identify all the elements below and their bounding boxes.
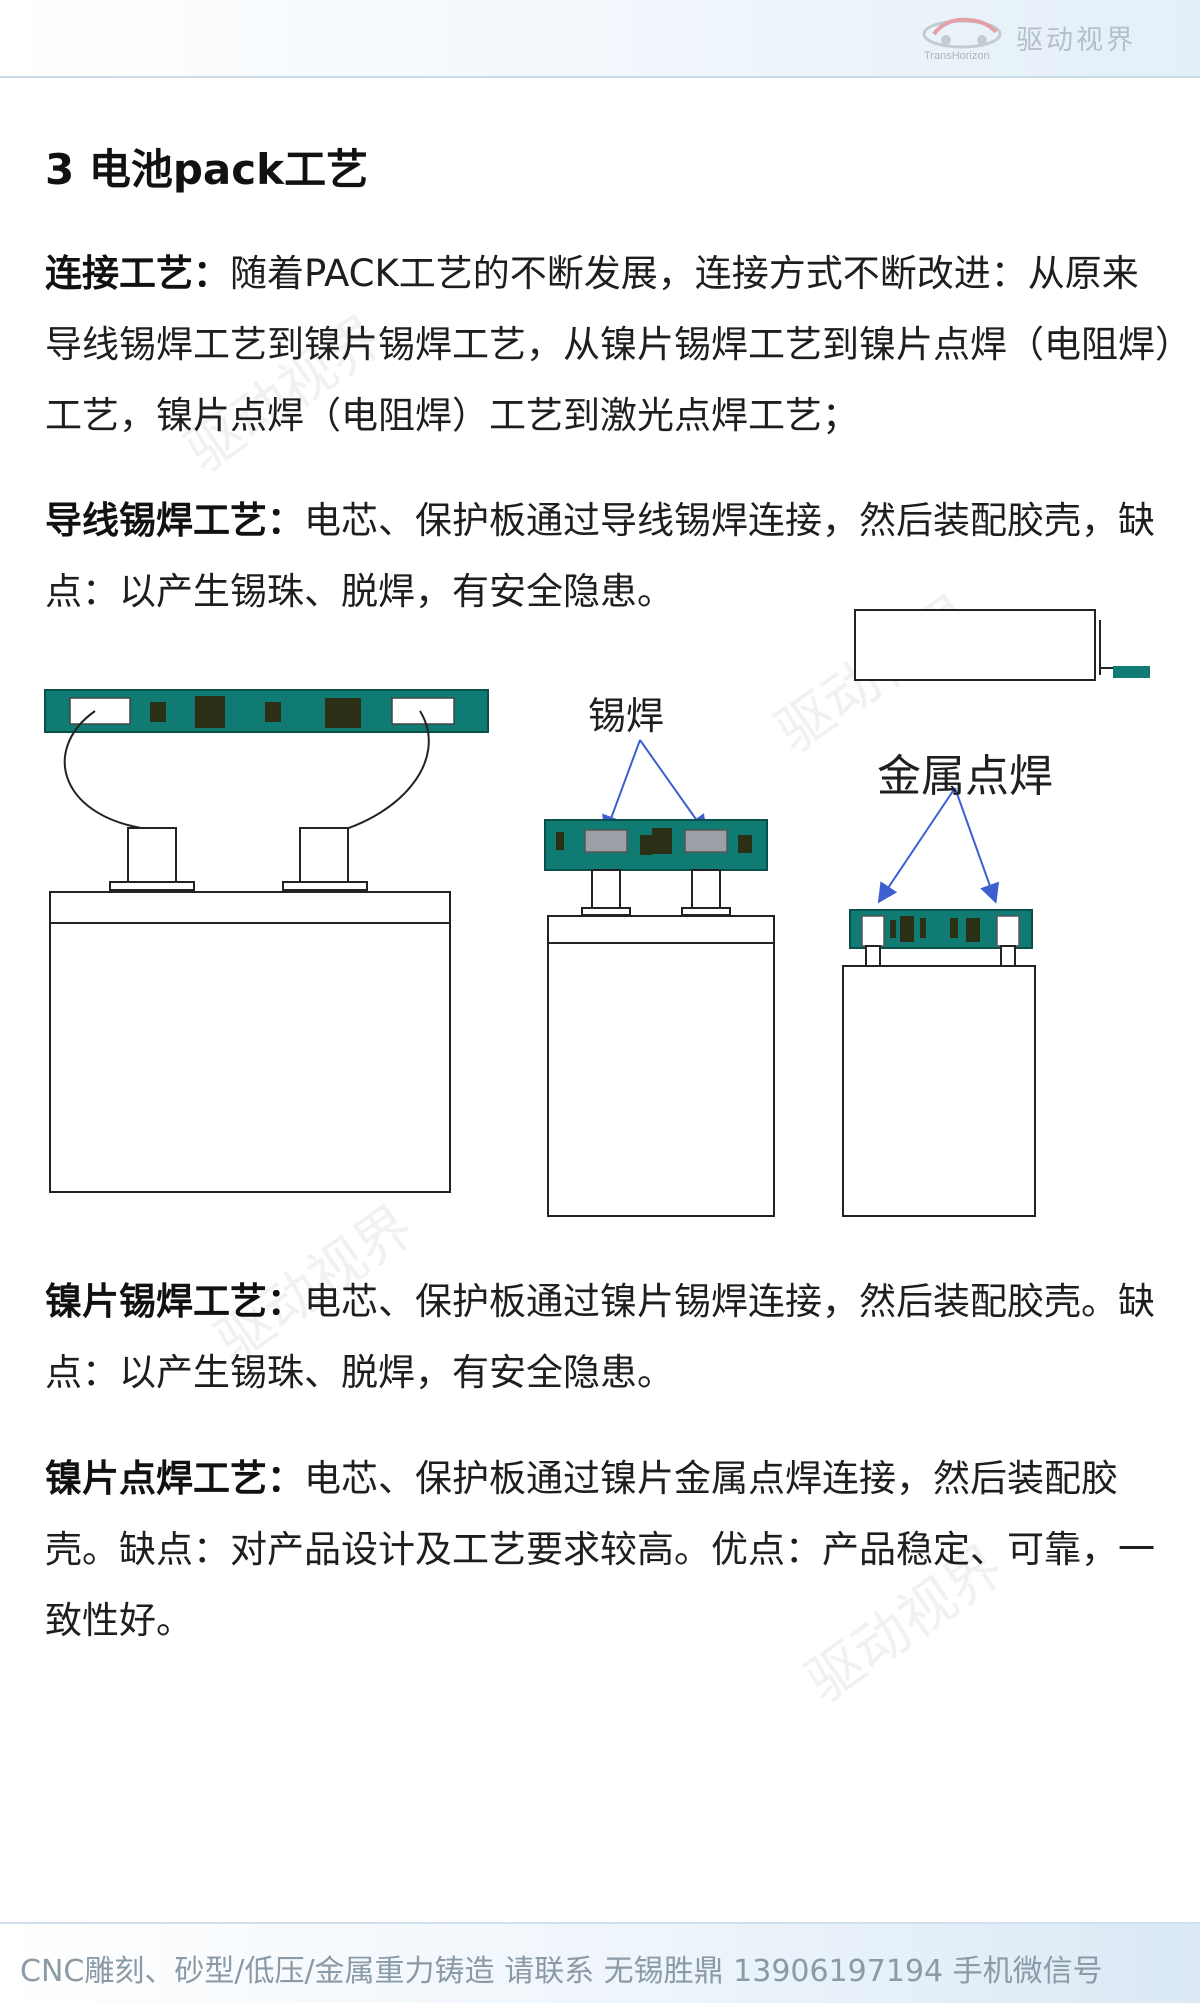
section-title: 3 电池pack工艺 (45, 145, 369, 194)
cell-tab (1000, 945, 1016, 967)
chip (950, 918, 958, 938)
battery-cell (842, 965, 1036, 1217)
nickel-strip (684, 829, 728, 853)
nickel-strip (861, 915, 885, 947)
label-metal-spot-weld: 金属点焊 (877, 751, 1053, 802)
arrow (954, 787, 1000, 904)
paragraph-text: 电芯、保护板通过镍片金属点焊连接，然后装配胶壳。缺点：对产品设计及工艺要求较高。… (45, 1457, 1155, 1642)
arrow (639, 739, 708, 836)
wire-solder-assembly (44, 689, 489, 1193)
paragraph-text: 电芯、保护板通过导线锡焊连接，然后装配胶壳，缺点：以产生锡珠、脱焊，有安全隐患。 (45, 499, 1155, 613)
chip (920, 918, 926, 938)
paragraph-label: 镍片点焊工艺： (45, 1457, 304, 1500)
label-solder: 锡焊 (588, 694, 665, 738)
footer-contact-text: CNC雕刻、砂型/低压/金属重力铸造 请联系 无锡胜鼎 13906197194 … (20, 1954, 1103, 1989)
nickel-strip (996, 915, 1020, 947)
paragraph-label: 导线锡焊工艺： (45, 499, 304, 542)
chip (966, 918, 980, 942)
paragraph-text: 电芯、保护板通过镍片锡焊连接，然后装配胶壳。缺点：以产生锡珠、脱焊，有安全隐患。 (45, 1280, 1155, 1394)
chip (890, 920, 896, 938)
side-view-board (1113, 666, 1150, 678)
paragraph-nickel-spot-welding: 镍片点焊工艺：电芯、保护板通过镍片金属点焊连接，然后装配胶壳。缺点：对产品设计及… (45, 1443, 1175, 1656)
logo-english-text: TransHorizon (924, 50, 990, 62)
nickel-strip (584, 829, 628, 853)
footer-bar: CNC雕刻、砂型/低压/金属重力铸造 请联系 无锡胜鼎 13906197194 … (0, 1922, 1200, 2003)
cell-tab (591, 869, 621, 911)
chip (556, 832, 564, 850)
arrow (602, 739, 641, 836)
side-view-cell (854, 609, 1096, 681)
car-logo-icon (922, 17, 1002, 49)
chip (738, 835, 752, 853)
paragraph-label: 连接工艺： (45, 252, 230, 295)
nickel-solder-assembly (544, 739, 775, 1217)
cell-tab (299, 827, 349, 887)
cell-tab (691, 869, 721, 911)
battery-cell (49, 891, 451, 1193)
wire (63, 710, 156, 831)
paragraph-label: 镍片锡焊工艺： (45, 1280, 304, 1323)
header-bar: 驱动视界 TransHorizon (0, 0, 1200, 78)
chip (652, 828, 672, 854)
cell-tab (865, 945, 881, 967)
solder-pad (391, 697, 455, 725)
paragraph-connection-process: 连接工艺：随着PACK工艺的不断发展，连接方式不断改进：从原来导线锡焊工艺到镍片… (45, 238, 1175, 451)
cell-tab (127, 827, 177, 887)
diagram-svg (44, 609, 1150, 1217)
battery-pack-diagram: 锡焊 金属点焊 (0, 580, 1200, 1240)
logo: 驱动视界 TransHorizon (920, 10, 1170, 68)
paragraph-wire-soldering: 导线锡焊工艺：电芯、保护板通过导线锡焊连接，然后装配胶壳，缺点：以产生锡珠、脱焊… (45, 485, 1195, 627)
paragraph-nickel-soldering: 镍片锡焊工艺：电芯、保护板通过镍片锡焊连接，然后装配胶壳。缺点：以产生锡珠、脱焊… (45, 1266, 1195, 1408)
paragraph-text: 随着PACK工艺的不断发展，连接方式不断改进：从原来导线锡焊工艺到镍片锡焊工艺，… (45, 252, 1174, 437)
chip (325, 698, 361, 728)
chip (150, 702, 166, 722)
chip (195, 696, 225, 728)
chip (265, 702, 281, 722)
battery-cell (547, 915, 775, 1217)
solder-pad (69, 697, 131, 725)
logo-chinese-text: 驱动视界 (1016, 25, 1136, 56)
chip (900, 916, 914, 942)
chip (640, 835, 652, 855)
spot-weld-assembly (842, 609, 1150, 1217)
arrow (877, 787, 956, 904)
